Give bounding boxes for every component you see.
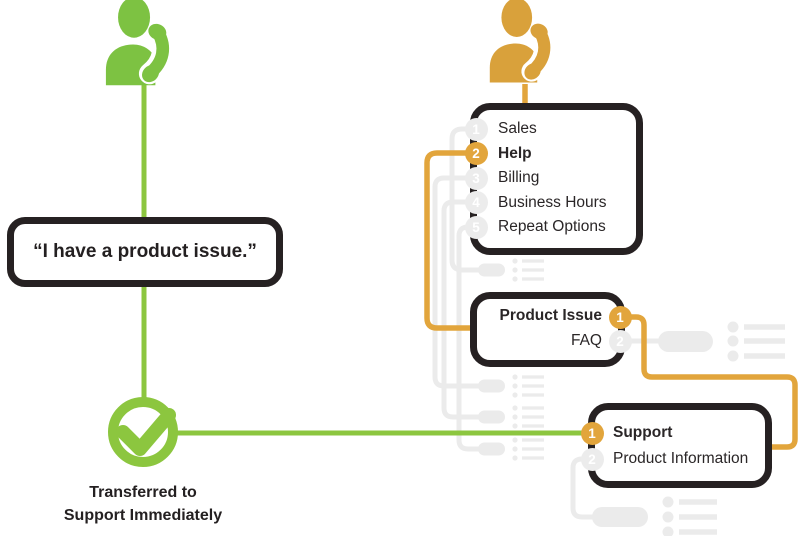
submenu-pill-large <box>658 331 713 352</box>
menu-item-product-information: Product Information <box>613 450 749 467</box>
product-submenu-box: 1 2 Product Issue FAQ <box>470 292 632 367</box>
submenu-pill <box>478 410 505 424</box>
speech-text: “I have a product issue.” <box>33 241 257 262</box>
menu-item-faq: FAQ <box>570 331 602 349</box>
green-caller-icon <box>105 0 174 86</box>
submenu-pill <box>478 379 505 393</box>
support-submenu-box: 1 2 Support Product Information <box>580 403 772 488</box>
option-badge-3: 3 <box>464 166 488 190</box>
menu-item-product-issue: Product Issue <box>499 307 603 324</box>
result-caption-line1: Transferred to <box>89 484 197 501</box>
list-icon <box>512 405 544 429</box>
option-badge-2: 2 <box>608 329 632 353</box>
submenu-pill-large <box>592 507 648 527</box>
option-badge-2: 2 <box>580 447 604 471</box>
help-to-product-line <box>424 150 476 331</box>
submenu-pill <box>478 263 505 277</box>
result-caption: Transferred to Support Immediately <box>23 481 263 527</box>
menu-item-sales: Sales <box>498 120 537 137</box>
menu-item-billing: Billing <box>498 169 540 186</box>
option-badge-1-active: 1 <box>580 421 604 445</box>
branch-line-business-hours <box>441 199 480 420</box>
branch-line-product-information <box>570 456 596 520</box>
dead-end-pills <box>478 263 713 527</box>
menu-item-repeat-options: Repeat Options <box>498 218 606 235</box>
option-badge-4: 4 <box>464 190 488 214</box>
product-to-support-line <box>622 314 798 450</box>
orange-caller-icon <box>489 0 555 83</box>
success-check-icon <box>108 397 178 467</box>
list-icons <box>512 258 785 536</box>
list-icon <box>512 258 544 282</box>
menu-item-support: Support <box>613 424 673 441</box>
option-badge-1: 1 <box>464 117 488 141</box>
menu-item-business-hours: Business Hours <box>498 193 607 211</box>
list-icon <box>512 437 544 461</box>
branch-line-billing <box>432 175 480 389</box>
branch-line-repeat-options <box>456 224 480 452</box>
list-icon-large <box>727 321 785 362</box>
speech-bubble: “I have a product issue.” <box>7 217 283 287</box>
result-caption-line2: Support Immediately <box>63 507 223 524</box>
main-menu-box: 1 2 3 4 5 Sales Help Billing Business Ho… <box>464 103 643 255</box>
submenu-pill <box>478 442 505 456</box>
list-icon-large <box>662 496 717 536</box>
menu-item-help: Help <box>498 144 532 162</box>
option-badge-2-active: 2 <box>464 141 488 165</box>
option-badge-5: 5 <box>464 215 488 239</box>
menu-branch-lines <box>432 126 662 520</box>
option-badge-1-active: 1 <box>608 305 632 329</box>
list-icon <box>512 374 544 398</box>
